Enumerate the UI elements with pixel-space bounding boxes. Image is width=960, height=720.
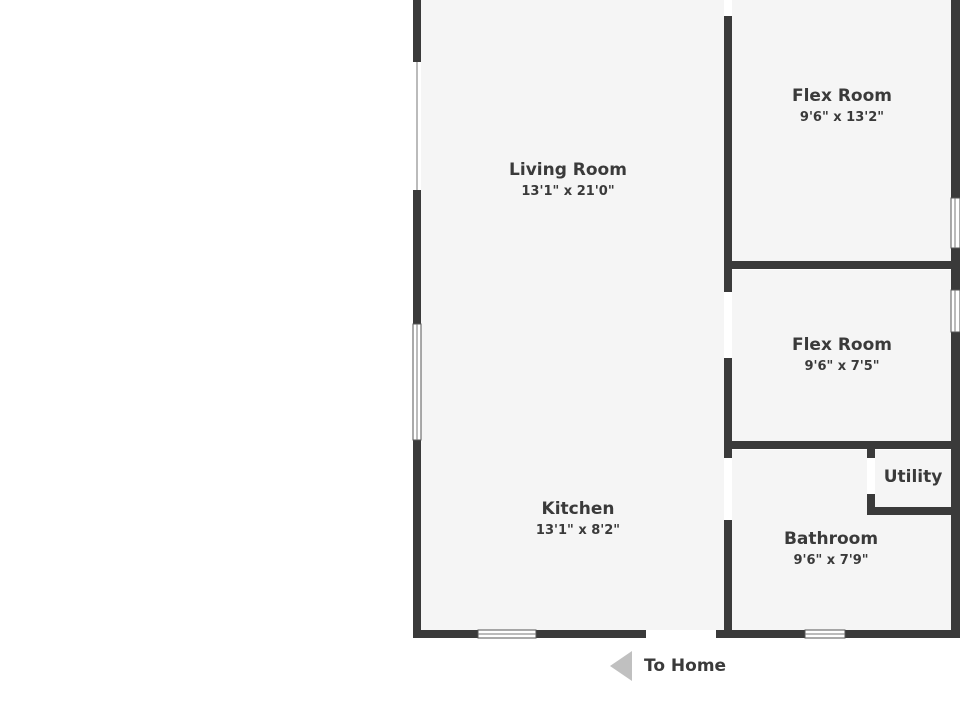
bathroom-name: Bathroom — [784, 529, 878, 549]
utility-door-opening — [867, 458, 875, 494]
bath-divider-wall — [724, 441, 960, 449]
flex-room-1-floor — [732, 0, 960, 262]
flex-room-2-floor — [732, 270, 960, 442]
right-window-top — [950, 197, 960, 249]
kitchen-dims: 13'1" x 8'2" — [536, 523, 620, 538]
utility-name: Utility — [884, 467, 943, 487]
to-home-button[interactable]: To Home — [610, 648, 726, 684]
flex-room-1-dims: 9'6" x 13'2" — [800, 110, 884, 125]
bathroom-floor — [732, 450, 960, 632]
left-window-middle — [412, 323, 422, 441]
utility-bottom-wall — [867, 507, 960, 515]
bathroom-dims: 9'6" x 7'9" — [793, 553, 868, 568]
right-window-flex — [950, 289, 960, 333]
flex-room-1-name: Flex Room — [792, 86, 892, 106]
bottom-door-opening — [646, 630, 716, 638]
bottom-window-bathroom — [804, 629, 846, 639]
living-room-dims: 13'1" x 21'0" — [521, 184, 614, 199]
flex-divider-wall — [724, 261, 960, 269]
living-room-name: Living Room — [509, 160, 627, 180]
left-arrow-icon[interactable] — [610, 651, 632, 681]
center-wall-opening-top — [724, 0, 732, 16]
bottom-window-kitchen — [477, 629, 537, 639]
left-wall — [413, 0, 421, 638]
center-wall-opening-bath — [724, 458, 732, 520]
center-wall-opening-flex — [724, 292, 732, 358]
left-window-top — [413, 62, 421, 190]
flex-room-2-dims: 9'6" x 7'5" — [804, 359, 879, 374]
kitchen-name: Kitchen — [542, 499, 615, 519]
flex-room-2-name: Flex Room — [792, 335, 892, 355]
to-home-label[interactable]: To Home — [644, 656, 727, 676]
living-kitchen-floor — [418, 0, 726, 632]
